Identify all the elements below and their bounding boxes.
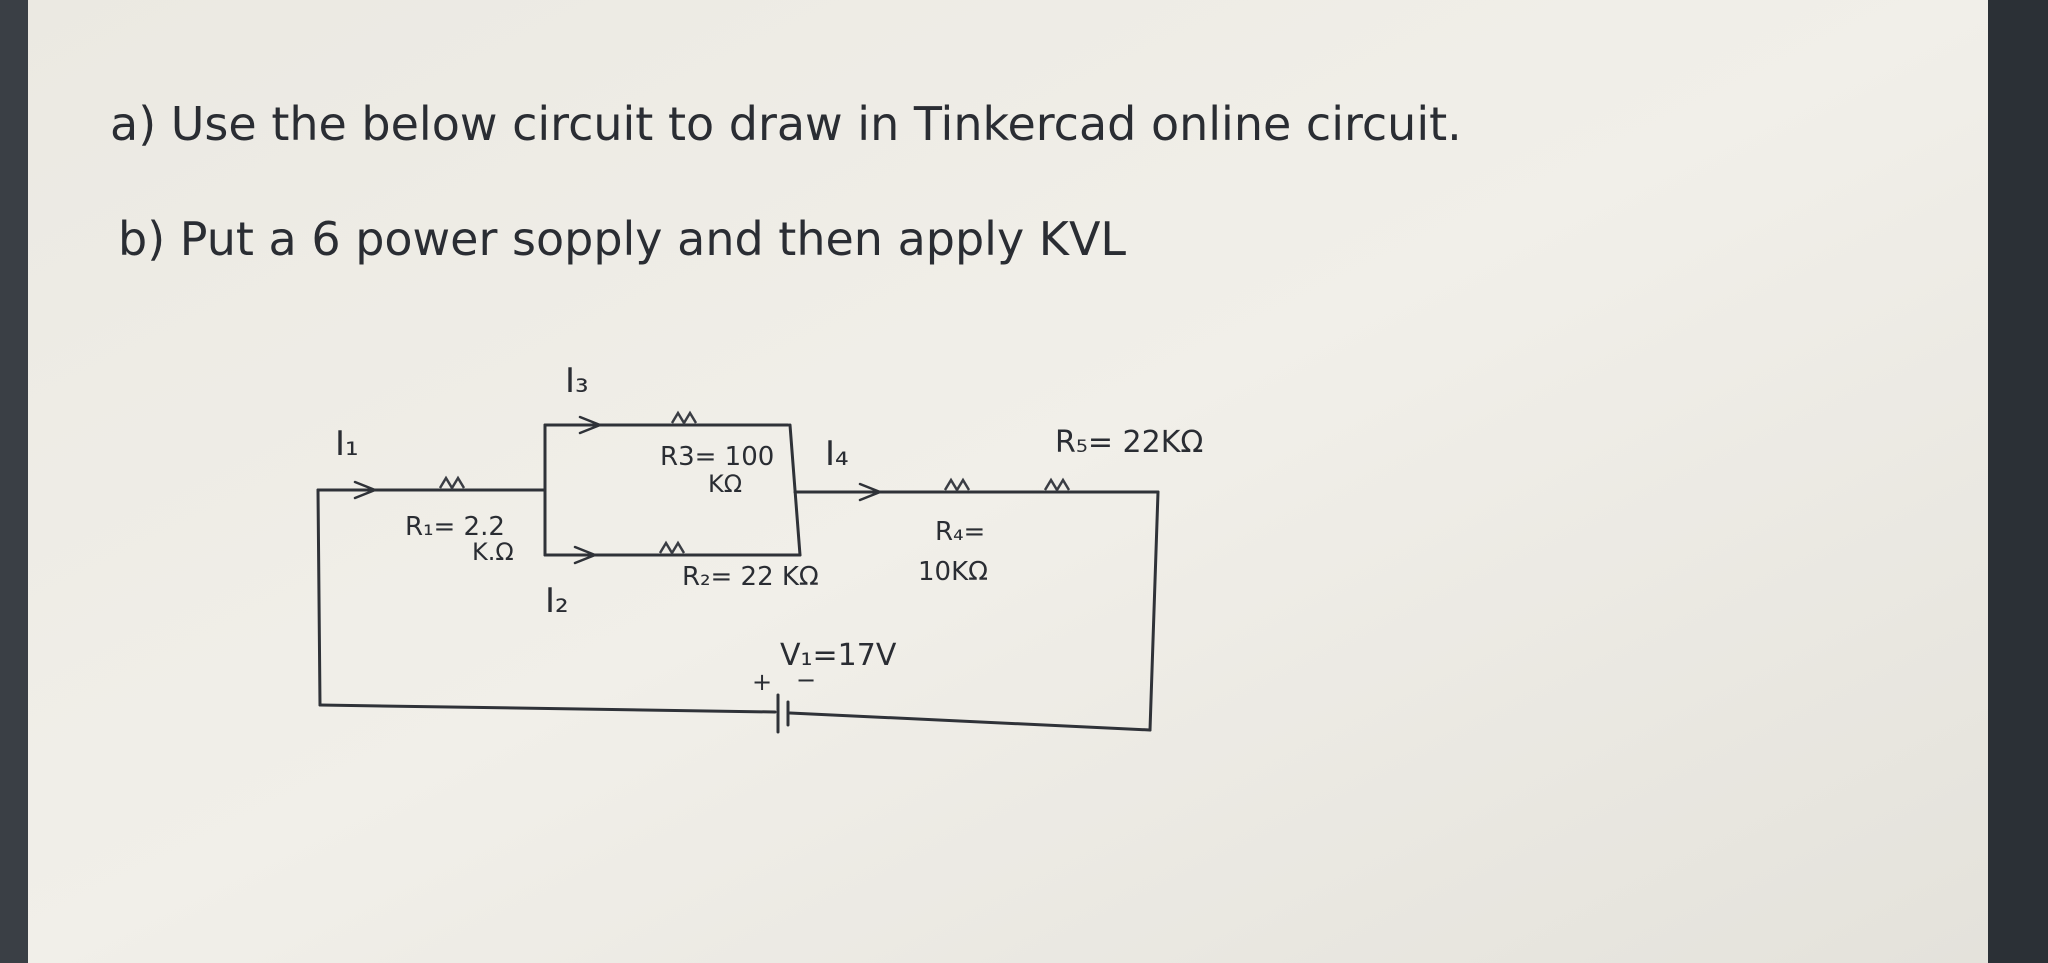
arrow-i4 bbox=[858, 482, 884, 502]
label-r5: R₅= 22KΩ bbox=[1055, 425, 1203, 460]
resistor-r4-mark bbox=[943, 477, 971, 493]
circuit-diagram bbox=[316, 410, 1160, 734]
label-r2: R₂= 22 KΩ bbox=[682, 562, 819, 592]
label-r1-unit: K.Ω bbox=[472, 538, 514, 566]
wire-parallel-right bbox=[788, 423, 802, 557]
wire-bottom-left bbox=[318, 703, 777, 714]
arrow-i2 bbox=[573, 545, 599, 565]
wire-left bbox=[316, 488, 322, 707]
label-i4: I₄ bbox=[825, 434, 849, 474]
label-r4-value: R₄= bbox=[935, 517, 985, 547]
wire-bottom-right bbox=[788, 711, 1152, 732]
label-r3-value: R3= 100 bbox=[660, 442, 774, 472]
label-i1: I₁ bbox=[335, 424, 359, 464]
resistor-r1-mark bbox=[438, 475, 466, 491]
resistor-r2-mark bbox=[658, 540, 686, 556]
right-edge-frame bbox=[1988, 0, 2048, 963]
instruction-b: b) Put a 6 power sopply and then apply K… bbox=[118, 212, 1126, 266]
wire-right bbox=[1148, 490, 1160, 732]
label-source-voltage: V₁=17V bbox=[780, 638, 897, 673]
arrow-i1 bbox=[353, 480, 379, 500]
arrow-i3 bbox=[578, 415, 604, 435]
instruction-a: a) Use the below circuit to draw in Tink… bbox=[110, 97, 1462, 151]
label-i2: I₂ bbox=[545, 581, 569, 621]
left-edge-frame bbox=[0, 0, 28, 963]
label-i3: I₃ bbox=[565, 361, 589, 401]
label-r3-unit: KΩ bbox=[708, 470, 742, 498]
label-source-minus: − bbox=[796, 666, 816, 694]
resistor-r3-mark bbox=[670, 410, 698, 426]
label-r1-value: R₁= 2.2 bbox=[405, 512, 505, 542]
label-source-plus: + bbox=[752, 668, 772, 696]
label-r4-unit: 10KΩ bbox=[918, 557, 988, 587]
resistor-r5-mark bbox=[1043, 477, 1071, 493]
